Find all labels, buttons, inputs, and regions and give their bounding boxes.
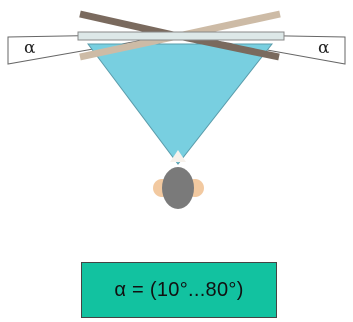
formula-box: α = (10°...80°): [81, 262, 277, 318]
left-angle-label: α: [24, 38, 36, 58]
formula-text: α = (10°...80°): [114, 278, 244, 301]
viewer-head-icon: [153, 150, 204, 209]
view-cone: [87, 43, 274, 165]
right-angle-label: α: [318, 38, 330, 58]
panel-horizontal: [77, 31, 285, 41]
